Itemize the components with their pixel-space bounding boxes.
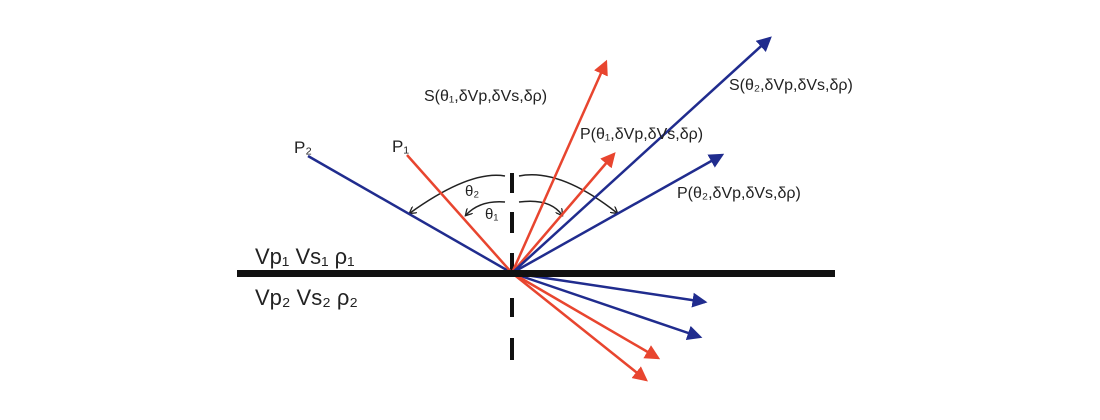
label-s-theta2: S(θ₂,δVp,δVs,δρ) [729, 77, 853, 94]
reflected-s-theta1-arrow [510, 59, 608, 274]
transmitted-red-arrow-1 [511, 271, 661, 360]
transmitted-blue-arrow-2 [511, 271, 703, 341]
theta1-arc-right [518, 200, 562, 215]
reflected-p-theta1-arrow [511, 152, 616, 274]
theta1-arc [466, 201, 506, 215]
transmitted-blue-arrow-1 [511, 271, 708, 308]
theta2-arc [410, 174, 506, 213]
label-p-theta2: P(θ₂,δVp,δVs,δρ) [677, 185, 801, 202]
label-theta1: θ₁ [485, 206, 498, 223]
label-p-theta1: P(θ₁,δVp,δVs,δρ) [580, 126, 703, 143]
transmitted-red-arrow-2 [511, 272, 648, 382]
label-p1: P₁ [392, 137, 409, 156]
reflected-p-theta2-arrow [511, 153, 725, 275]
theta2-arc-right [518, 174, 617, 213]
label-s-theta1: S(θ₁,δVp,δVs,δρ) [424, 88, 547, 105]
label-layer1: Vp₁ Vs₁ ρ₁ [255, 244, 355, 269]
reflected-s-theta2-arrow [511, 36, 772, 274]
incident-ray-p2 [307, 154, 513, 275]
label-theta2: θ₂ [465, 183, 479, 200]
label-p2: P₂ [294, 138, 312, 157]
label-layer2: Vp₂ Vs₂ ρ₂ [255, 285, 358, 310]
incident-ray-p1 [406, 154, 513, 274]
interface-line [237, 270, 835, 277]
